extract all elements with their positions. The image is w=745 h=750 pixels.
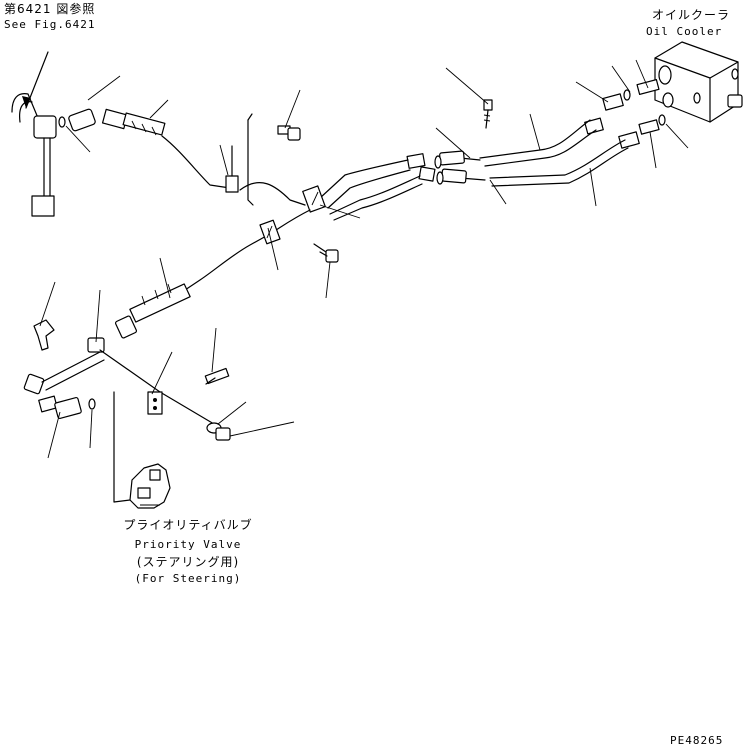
- steering-label-en: (For Steering): [134, 572, 242, 585]
- lower-long-pipe: [184, 209, 339, 291]
- oil-cooler-label-jp: オイルクーラ: [652, 8, 731, 22]
- priority-valve-label-en: Priority Valve: [134, 538, 242, 551]
- top-left-fitting: [11, 93, 96, 217]
- steering-label-jp: (ステアリング用): [136, 555, 240, 569]
- upper-left-hose: [101, 108, 306, 206]
- oil-cooler-label-en: Oil Cooler: [646, 25, 723, 38]
- main-pipes: [302, 159, 423, 221]
- priority-valve-label-jp: プライオリティバルブ: [123, 518, 253, 532]
- priority-valve: [113, 391, 171, 509]
- cooler-hoses: [459, 119, 629, 187]
- oil-cooler: [654, 41, 743, 123]
- diagonal-rod: [99, 349, 231, 441]
- left-lower-fittings: [23, 319, 105, 419]
- leader-lines: [22, 51, 689, 459]
- central-tee-fittings: [406, 99, 493, 185]
- drawing-code: PE48265: [670, 734, 724, 747]
- see-fig-label-en: See Fig.6421: [4, 18, 96, 31]
- middle-hose: [115, 283, 191, 339]
- see-fig-label-jp: 第6421 図参照: [4, 2, 96, 16]
- upper-bracket: [247, 113, 301, 206]
- cooler-fittings: [584, 78, 666, 149]
